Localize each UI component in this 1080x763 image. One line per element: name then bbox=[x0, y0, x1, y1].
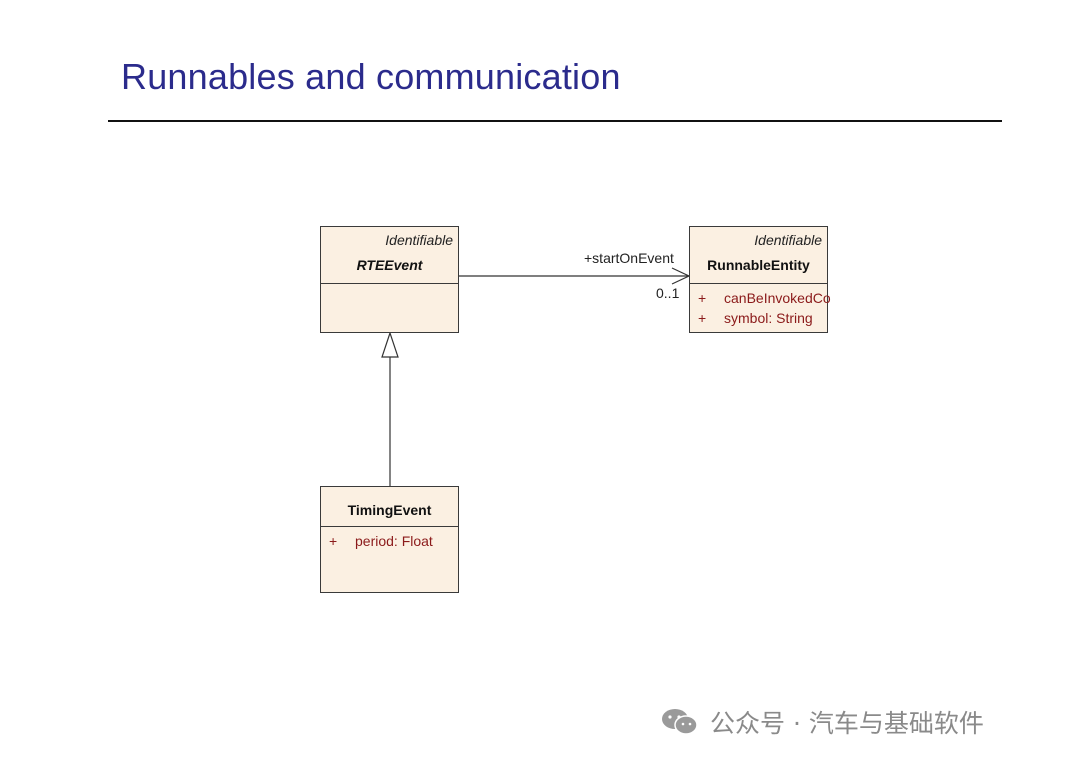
association-role-label: +startOnEvent bbox=[584, 250, 674, 266]
class-rte-event[interactable]: Identifiable RTEEvent bbox=[320, 226, 459, 333]
visibility-marker: + bbox=[698, 290, 707, 306]
association-multiplicity-label: 0..1 bbox=[656, 285, 680, 301]
wechat-icon bbox=[662, 709, 698, 735]
class-header: TimingEvent bbox=[321, 487, 458, 527]
stereotype-label: Identifiable bbox=[385, 232, 453, 248]
class-header: Identifiable RTEEvent bbox=[321, 227, 458, 284]
class-name: TimingEvent bbox=[347, 502, 432, 518]
class-runnable-entity[interactable]: Identifiable RunnableEntity + canBeInvoke… bbox=[689, 226, 831, 333]
class-name: RTEEvent bbox=[356, 257, 423, 273]
watermark-text: 公众号 · 汽车与基础软件 bbox=[710, 709, 984, 738]
title-divider bbox=[108, 120, 1002, 122]
attribute-text: period: Float bbox=[355, 533, 433, 549]
attribute-row: + canBeInvokedCo bbox=[698, 288, 831, 308]
visibility-marker: + bbox=[329, 533, 338, 549]
visibility-marker: + bbox=[698, 310, 707, 326]
watermark: 公众号 · 汽车与基础软件 bbox=[660, 704, 984, 740]
class-header: Identifiable RunnableEntity bbox=[690, 227, 827, 284]
attribute-text: symbol: String bbox=[724, 310, 813, 326]
stereotype-label: Identifiable bbox=[754, 232, 822, 248]
class-name: RunnableEntity bbox=[707, 257, 810, 273]
generalization-triangle bbox=[381, 331, 399, 358]
attribute-row: + period: Float bbox=[329, 531, 458, 551]
slide-title: Runnables and communication bbox=[121, 56, 621, 97]
attribute-text: canBeInvokedCo bbox=[724, 290, 831, 306]
attribute-list: + canBeInvokedCo + symbol: String bbox=[690, 284, 831, 328]
attribute-list: + period: Float bbox=[321, 527, 458, 551]
class-timing-event[interactable]: TimingEvent + period: Float bbox=[320, 486, 459, 593]
attribute-row: + symbol: String bbox=[698, 308, 827, 328]
